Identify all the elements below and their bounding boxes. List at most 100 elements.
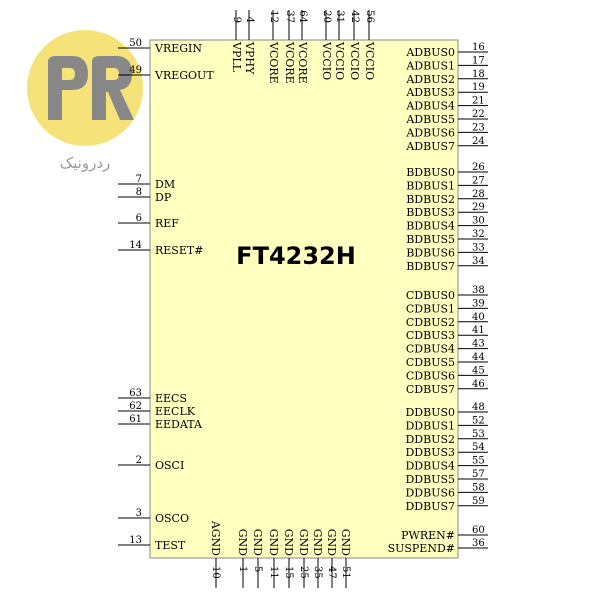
pin-label: DM [155, 178, 175, 191]
pin-number: 43 [472, 339, 485, 350]
pin-number: 8 [136, 187, 142, 198]
pin-number: 1 [237, 566, 248, 572]
chip-body [149, 39, 459, 559]
pin-number: 42 [349, 10, 360, 23]
pin-number: 41 [472, 325, 485, 336]
pin-label: BDBUS6 [406, 246, 455, 259]
pin-number: 22 [472, 109, 485, 120]
pin-right-bdbus3: 29 BDBUS3 [406, 202, 488, 219]
pin-label: BDBUS1 [406, 179, 455, 192]
pin-label: ADBUS5 [405, 113, 455, 126]
pin-right-bdbus1: 27 BDBUS1 [406, 175, 488, 192]
pin-right-adbus5: 22 ADBUS5 [405, 109, 488, 126]
pin-number: 35 [312, 566, 323, 579]
pin-number: 29 [472, 202, 485, 213]
logo-right-letter [92, 56, 134, 120]
pin-number: 37 [284, 10, 295, 23]
pin-number: 64 [297, 10, 308, 23]
pin-label: VCCIO [348, 41, 361, 80]
pin-number: 45 [472, 365, 485, 376]
pin-number: 20 [321, 10, 332, 23]
pin-label: GND [251, 529, 264, 556]
pin-label: CDBUS6 [406, 369, 455, 382]
pin-number: 39 [472, 298, 485, 309]
pin-label: GND [236, 529, 249, 556]
pin-right-cdbus7: 46 CDBUS7 [406, 379, 488, 396]
pin-label: VCCIO [320, 41, 333, 80]
pin-number: 62 [129, 401, 142, 412]
pin-number: 16 [472, 42, 485, 53]
pin-label: EECS [155, 392, 187, 405]
pin-number: 57 [472, 469, 485, 480]
pin-number: 54 [472, 442, 485, 453]
pin-right-bdbus7: 34 BDBUS7 [406, 256, 488, 273]
pin-label: ADBUS1 [405, 59, 455, 72]
pin-label: ADBUS2 [405, 73, 455, 86]
pin-label: EEDATA [155, 418, 203, 431]
pin-label: DDBUS5 [405, 473, 455, 486]
pin-label: BDBUS3 [406, 206, 455, 219]
pin-number: 51 [340, 566, 351, 579]
pin-label: BDBUS0 [406, 166, 455, 179]
pin-number: 53 [472, 429, 485, 440]
pin-label: SUSPEND# [388, 542, 455, 555]
chip-title: FT4232H [236, 242, 356, 270]
pin-right-ddbus2: 53 DDBUS2 [405, 429, 488, 446]
pin-number: 24 [472, 136, 485, 147]
pin-number: 55 [472, 456, 485, 467]
pin-number: 56 [364, 10, 375, 23]
pin-label: BDBUS5 [406, 233, 455, 246]
pin-number: 3 [136, 508, 142, 519]
pin-number: 27 [472, 175, 485, 186]
pin-number: 5 [252, 566, 263, 572]
pin-bottom-gnd-15: 15 GND [282, 529, 295, 588]
pin-label: CDBUS7 [406, 383, 455, 396]
pin-label: VPLL [230, 41, 243, 73]
pin-number: 7 [136, 174, 142, 185]
pin-number: 34 [472, 256, 485, 267]
pin-label: OSCI [155, 459, 184, 472]
pin-right-ddbus1: 52 DDBUS1 [405, 415, 488, 432]
pin-number: 46 [472, 379, 485, 390]
pin-label: AGND [209, 520, 222, 556]
pin-number: 44 [472, 352, 485, 363]
pin-number: 9 [231, 17, 242, 23]
pin-label: ADBUS6 [405, 126, 455, 139]
pin-label: DDBUS1 [405, 419, 455, 432]
pin-label: VCORE [283, 41, 296, 84]
pin-number: 48 [472, 402, 485, 413]
pin-number: 52 [472, 415, 485, 426]
pin-label: BDBUS7 [406, 260, 455, 273]
pin-number: 18 [472, 69, 485, 80]
pin-number: 15 [283, 566, 294, 579]
pin-label: CDBUS2 [406, 316, 455, 329]
pin-number: 40 [472, 312, 485, 323]
pin-label: GND [282, 529, 295, 556]
pin-label: DDBUS2 [405, 433, 455, 446]
